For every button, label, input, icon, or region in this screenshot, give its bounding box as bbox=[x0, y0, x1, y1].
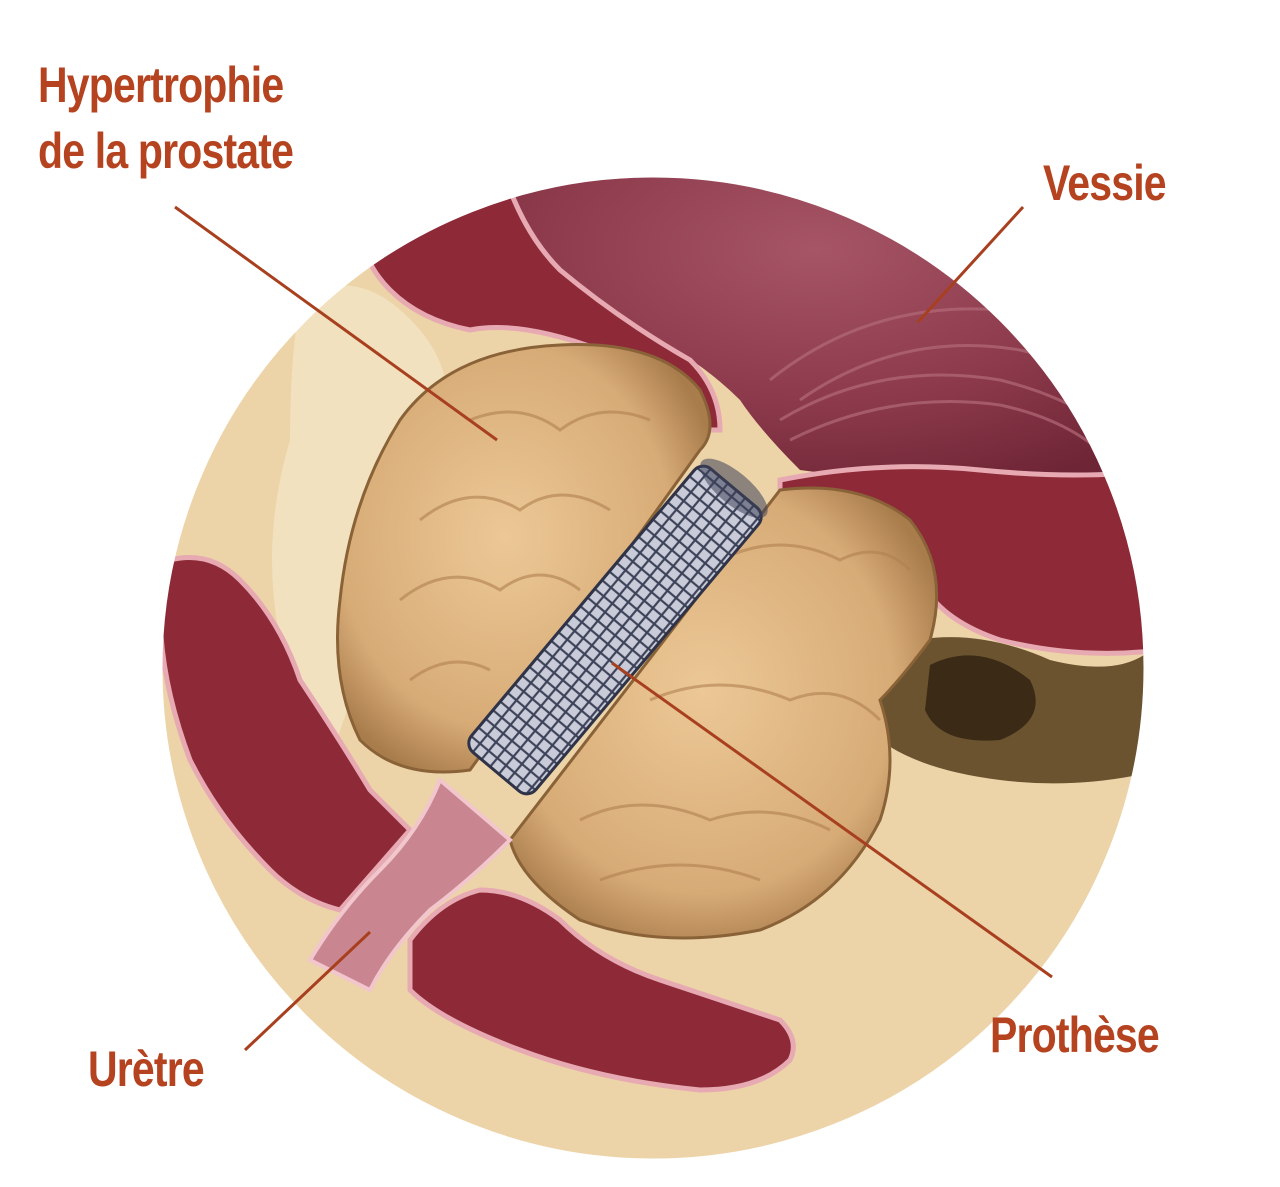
label-stent: Prothèse bbox=[990, 1007, 1160, 1063]
label-hypertrophy-line1: Hypertrophie bbox=[38, 57, 284, 113]
label-hypertrophy-line2: de la prostate bbox=[38, 123, 294, 179]
stent bbox=[467, 458, 768, 796]
leader-stent bbox=[611, 661, 1053, 979]
pelvic-wall-bottom bbox=[407, 887, 796, 1093]
leader-urethra bbox=[243, 930, 372, 1052]
leader-bladder bbox=[916, 205, 1025, 324]
view-border bbox=[159, 174, 1147, 1162]
urethra-tube bbox=[307, 776, 513, 993]
label-prostate-hypertrophy: Hypertrophie de la prostate bbox=[38, 52, 294, 184]
prostate-lobe-left bbox=[336, 343, 712, 774]
leader-lines bbox=[174, 205, 1053, 1052]
leader-hypertrophy bbox=[174, 205, 498, 442]
pelvic-wall-left bbox=[161, 555, 414, 913]
label-urethra: Urètre bbox=[88, 1041, 205, 1097]
label-bladder: Vessie bbox=[1043, 155, 1167, 211]
prostate-lobe-right bbox=[508, 486, 939, 940]
rectum-lumen bbox=[925, 655, 1036, 741]
stent-end-upper bbox=[700, 458, 768, 518]
prostate-texture bbox=[399, 410, 912, 882]
